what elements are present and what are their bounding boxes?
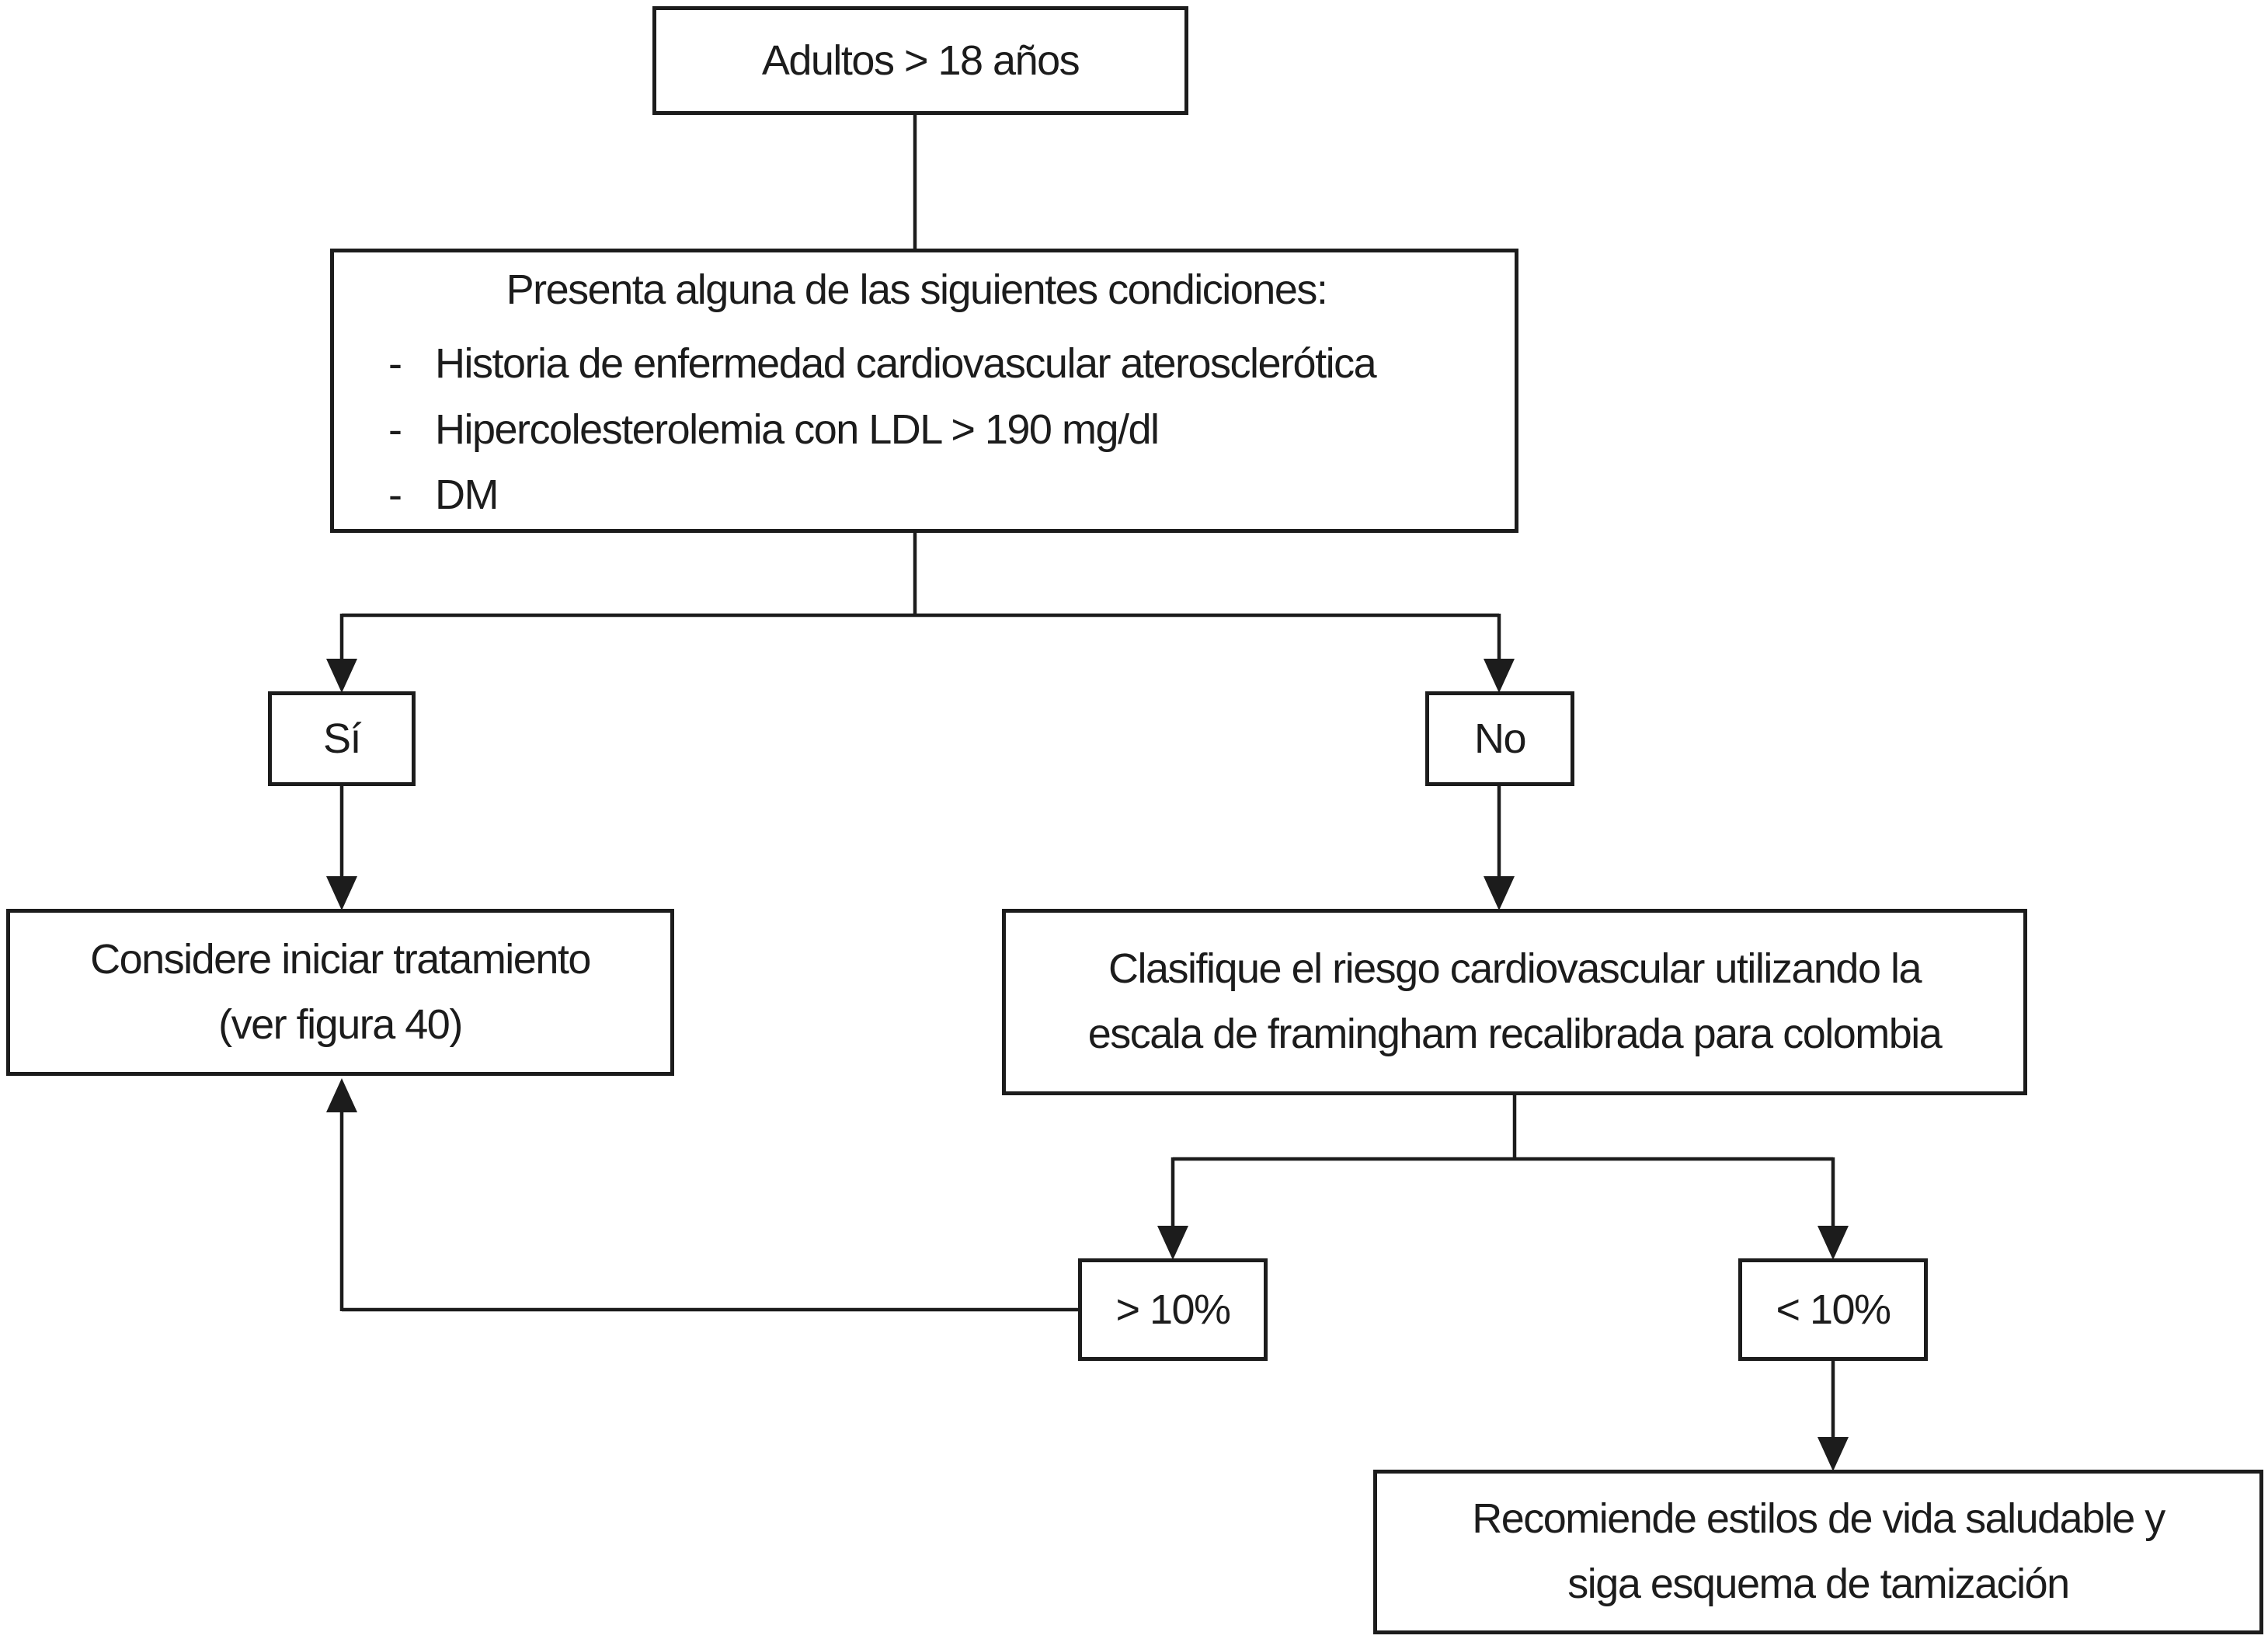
bullet-dash: - [388,472,402,519]
bullet-dash: - [388,405,402,453]
edge-branch-to-lt10 [1818,1157,1849,1260]
edge-no-to-classify [1484,785,1515,910]
node-lt10-label: < 10% [1776,1286,1891,1333]
edge-conditions-to-branch [342,531,1499,618]
node-classify: Clasifique el riesgo cardiovascular util… [1002,909,2027,1095]
arrowhead-down [1484,876,1515,910]
arrowhead-down [1818,1437,1849,1471]
arrowhead-down [1484,659,1515,693]
node-yes: Sí [268,691,416,786]
node-conditions-title: Presenta alguna de las siguientes condic… [506,266,1328,313]
node-no: No [1425,691,1574,786]
node-recommend-line1: Recomiende estilos de vida saludable y [1472,1495,2165,1543]
condition-item: - Hipercolesterolemia con LDL > 190 mg/d… [334,405,1499,455]
node-gt10-label: > 10% [1115,1286,1231,1333]
bullet-dash: - [388,339,402,387]
node-gt10: > 10% [1078,1258,1268,1361]
node-treat-line1: Considere iniciar tratamiento [90,935,591,983]
node-treat: Considere iniciar tratamiento (ver figur… [6,909,674,1076]
edge-branch-to-gt10 [1157,1157,1188,1260]
condition-item-label: Historia de enfermedad cardiovascular at… [435,339,1377,387]
edge-branch-to-yes [326,614,357,693]
node-recommend: Recomiende estilos de vida saludable y s… [1373,1470,2263,1634]
edge-yes-to-treat [326,785,357,910]
node-classify-line2: escala de framingham recalibrada para co… [1087,1011,1943,1057]
condition-item: - Historia de enfermedad cardiovascular … [334,339,1499,389]
arrowhead-down [1818,1226,1849,1260]
conditions-list: - Historia de enfermedad cardiovascular … [334,339,1499,520]
edge-lt10-to-recommend [1818,1359,1849,1471]
edge-gt10-to-treat [326,1078,1080,1312]
arrowhead-down [326,876,357,910]
node-recommend-line2: siga esquema de tamización [1567,1561,2070,1607]
node-no-label: No [1473,715,1527,762]
node-adults-label: Adultos > 18 años [761,37,1080,84]
condition-item-label: DM [435,472,499,519]
node-adults: Adultos > 18 años [652,6,1188,115]
arrowhead-down [1157,1226,1188,1260]
node-conditions: Presenta alguna de las siguientes condic… [330,249,1518,533]
node-classify-line1: Clasifique el riesgo cardiovascular util… [1108,945,1922,993]
node-yes-label: Sí [322,715,362,762]
arrowhead-up [326,1078,357,1112]
node-treat-line2: (ver figura 40) [218,1000,463,1048]
arrowhead-down [326,659,357,693]
edge-branch-to-no [1484,614,1515,693]
condition-item: - DM [334,470,1499,520]
node-lt10: < 10% [1738,1258,1928,1361]
condition-item-label: Hipercolesterolemia con LDL > 190 mg/dl [435,405,1160,453]
edge-classify-to-branch [1173,1094,1833,1161]
